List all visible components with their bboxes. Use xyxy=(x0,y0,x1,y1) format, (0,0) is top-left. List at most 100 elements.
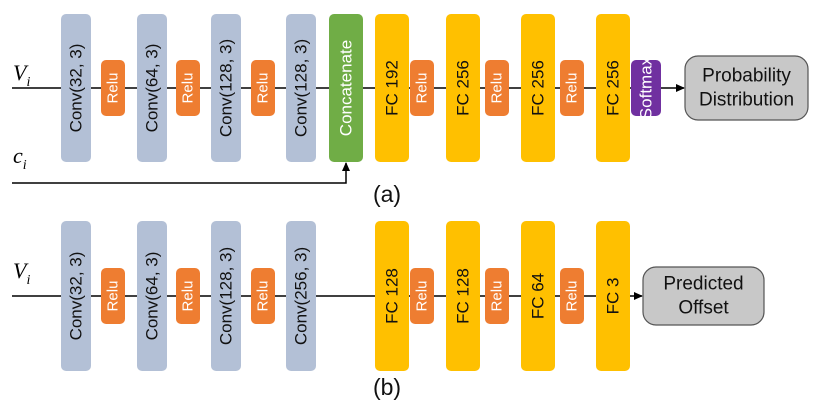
relu-block: Relu xyxy=(176,60,200,116)
conv-label: Conv(128, 3) xyxy=(217,247,236,345)
conv-label: Conv(256, 3) xyxy=(292,247,311,345)
conv-block: Conv(32, 3) xyxy=(61,221,91,371)
conv-block: Conv(64, 3) xyxy=(137,221,167,371)
relu-block: Relu xyxy=(410,268,434,324)
fc-block-shape xyxy=(446,14,480,162)
conv-label: Conv(128, 3) xyxy=(292,39,311,137)
panel-b-input-v: Vi xyxy=(13,258,30,288)
conv-block-shape xyxy=(211,14,241,162)
conv-label: Conv(32, 3) xyxy=(67,252,86,341)
conv-block-shape xyxy=(286,221,316,371)
output-label-line: Distribution xyxy=(699,90,794,111)
conv-label: Conv(64, 3) xyxy=(143,252,162,341)
relu-block-shape xyxy=(410,60,434,116)
fc-label: FC 128 xyxy=(383,268,402,324)
relu-block: Relu xyxy=(410,60,434,116)
relu-block: Relu xyxy=(485,268,509,324)
conv-block: Conv(128, 3) xyxy=(211,221,241,371)
ci-input-arrow xyxy=(12,162,350,184)
conv-block: Conv(32, 3) xyxy=(61,14,91,162)
relu-block: Relu xyxy=(560,60,584,116)
concat-label: Concatenate xyxy=(337,40,356,136)
fc-block-shape xyxy=(521,221,555,371)
relu-label: Relu xyxy=(564,281,581,312)
relu-block-shape xyxy=(485,60,509,116)
panel-b-blocks: Conv(32, 3) Relu Conv(64, 3) Relu Conv(128, … xyxy=(61,221,765,371)
output-label-line: Offset xyxy=(678,298,729,319)
panel-b-caption: (b) xyxy=(373,374,401,400)
softmax-block-shape xyxy=(631,60,661,116)
conv-block-shape xyxy=(211,221,241,371)
relu-block: Relu xyxy=(251,268,275,324)
relu-block-shape xyxy=(101,268,125,324)
relu-label: Relu xyxy=(489,281,506,312)
relu-block-shape xyxy=(410,268,434,324)
panel-b: Conv(32, 3) Relu Conv(64, 3) Relu Conv(128, … xyxy=(12,221,765,400)
softmax-block: Softmax xyxy=(631,56,661,119)
fc-label: FC 256 xyxy=(604,60,623,116)
conv-block: Conv(256, 3) xyxy=(286,221,316,371)
fc-block-shape xyxy=(375,221,409,371)
output-label-line: Probability xyxy=(702,66,791,87)
relu-block: Relu xyxy=(101,60,125,116)
relu-label: Relu xyxy=(105,281,122,312)
relu-block-shape xyxy=(251,60,275,116)
relu-block: Relu xyxy=(251,60,275,116)
panel-a-blocks: Conv(32, 3) Relu Conv(64, 3) Relu Conv(128, … xyxy=(61,14,809,162)
conv-block-shape xyxy=(61,221,91,371)
relu-label: Relu xyxy=(414,281,431,312)
relu-label: Relu xyxy=(105,73,122,104)
relu-block: Relu xyxy=(176,268,200,324)
relu-block: Relu xyxy=(560,268,584,324)
fc-block: FC 256 xyxy=(521,14,555,162)
fc-block-shape xyxy=(596,14,630,162)
panel-a: Conv(32, 3) Relu Conv(64, 3) Relu Conv(128, … xyxy=(12,14,809,207)
relu-label: Relu xyxy=(564,73,581,104)
relu-label: Relu xyxy=(255,281,272,312)
panel-a-caption: (a) xyxy=(373,181,401,207)
relu-block-shape xyxy=(560,60,584,116)
fc-block: FC 64 xyxy=(521,221,555,371)
relu-block-shape xyxy=(485,268,509,324)
fc-block: FC 128 xyxy=(375,221,409,371)
conv-block-shape xyxy=(61,14,91,162)
relu-block-shape xyxy=(176,60,200,116)
relu-block-shape xyxy=(560,268,584,324)
relu-label: Relu xyxy=(180,281,197,312)
relu-label: Relu xyxy=(489,73,506,104)
relu-label: Relu xyxy=(180,73,197,104)
conv-label: Conv(128, 3) xyxy=(217,39,236,137)
relu-block-shape xyxy=(101,60,125,116)
panel-a-input-c: ci xyxy=(13,143,27,173)
fc-block: FC 128 xyxy=(446,221,480,371)
conv-block: Conv(128, 3) xyxy=(286,14,316,162)
fc-label: FC 192 xyxy=(383,60,402,116)
fc-block-shape xyxy=(596,221,630,371)
fc-block-shape xyxy=(446,221,480,371)
output-box-shape xyxy=(684,55,809,121)
fc-label: FC 128 xyxy=(454,268,473,324)
output-label-line: Predicted xyxy=(663,274,743,295)
concat-block-shape xyxy=(329,14,363,162)
relu-block-shape xyxy=(176,268,200,324)
conv-label: Conv(32, 3) xyxy=(67,44,86,133)
fc-block: FC 192 xyxy=(375,14,409,162)
conv-block-shape xyxy=(286,14,316,162)
conv-block-shape xyxy=(137,221,167,371)
panel-a-input-v: Vi xyxy=(13,60,30,90)
fc-label: FC 256 xyxy=(454,60,473,116)
concat-block: Concatenate xyxy=(329,14,363,162)
conv-block: Conv(64, 3) xyxy=(137,14,167,162)
fc-block-shape xyxy=(375,14,409,162)
fc-block: FC 256 xyxy=(596,14,630,162)
fc-label: FC 256 xyxy=(529,60,548,116)
conv-block: Conv(128, 3) xyxy=(211,14,241,162)
relu-block-shape xyxy=(251,268,275,324)
conv-block-shape xyxy=(137,14,167,162)
fc-label: FC 64 xyxy=(529,273,548,319)
relu-block: Relu xyxy=(485,60,509,116)
relu-label: Relu xyxy=(255,73,272,104)
relu-label: Relu xyxy=(414,73,431,104)
